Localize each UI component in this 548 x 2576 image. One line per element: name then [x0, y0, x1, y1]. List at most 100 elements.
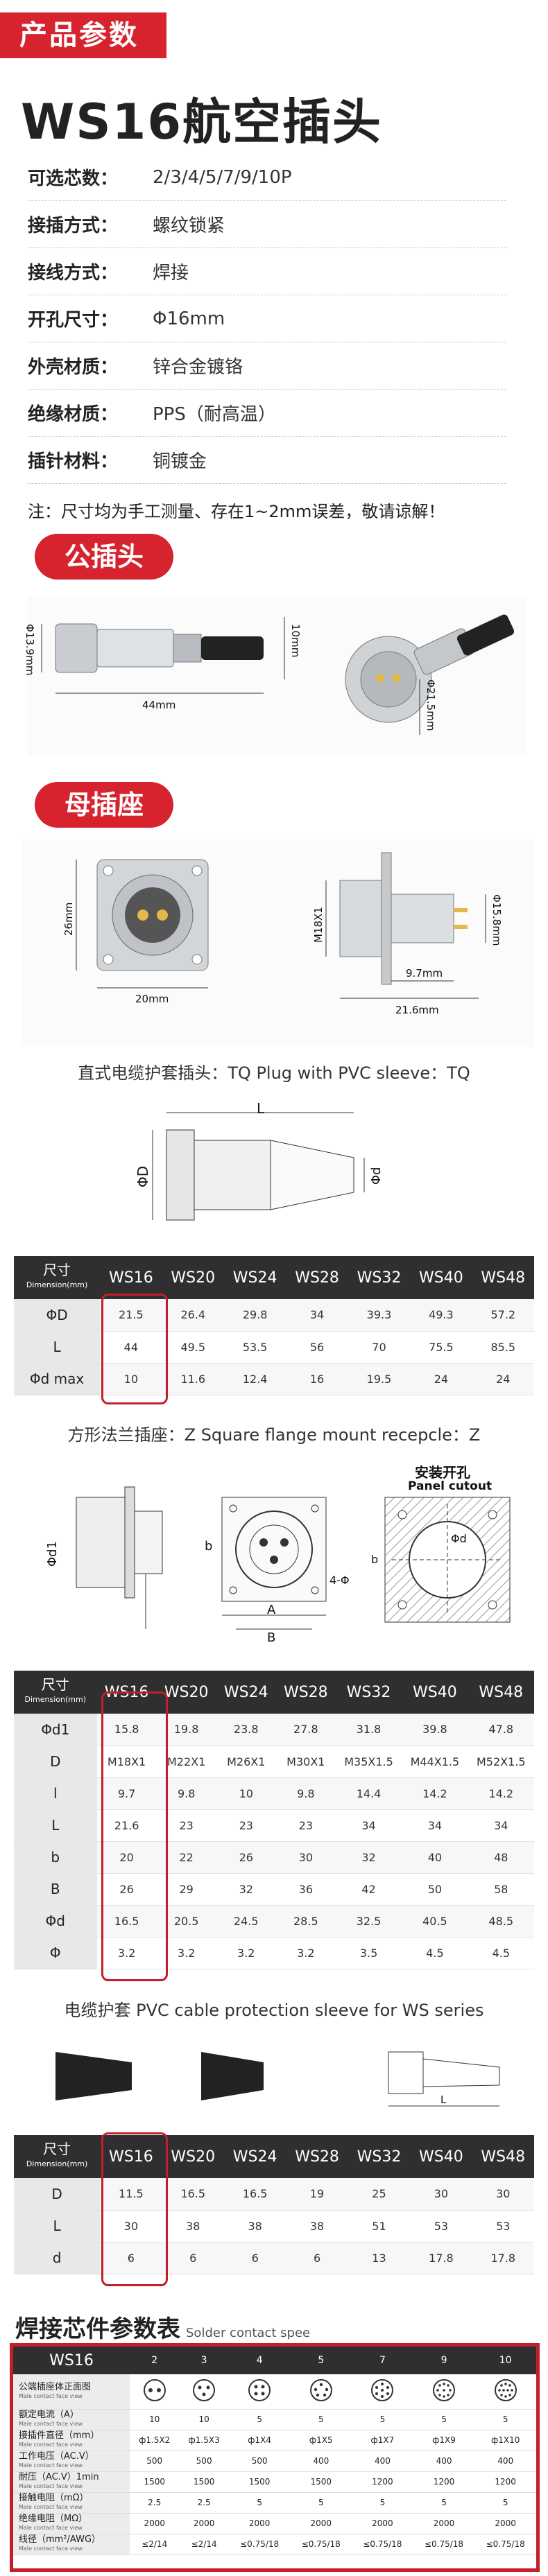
row-label-cn: 接触电阻（mΩ） [19, 2493, 89, 2503]
cell: 23 [216, 1809, 276, 1842]
z-heading: 方形法兰插座：Z Square flange mount recepcle：Z [67, 1425, 481, 1445]
solder-col: 7 [352, 2347, 413, 2374]
cell: 14.2 [402, 1777, 468, 1810]
cell: 24.5 [216, 1905, 276, 1938]
pin-face-3-icon [179, 2374, 229, 2410]
cell: 29.8 [223, 1299, 286, 1332]
cell: 4.5 [468, 1937, 534, 1969]
cell: 5 [413, 2409, 475, 2430]
sleeve-heading: 电缆护套 PVC cable protection sleeve for WS … [64, 2001, 484, 2020]
cell: 10 [130, 2409, 180, 2430]
panel-cutout-cn: 安装开孔 [415, 1464, 470, 1481]
female-dim-thread: M18X1 [312, 907, 325, 943]
cell: 2000 [352, 2513, 413, 2534]
cell: ≤0.75/18 [352, 2534, 413, 2555]
cell: 2.5 [130, 2492, 180, 2514]
z-label-d1: Φd1 [45, 1540, 60, 1567]
cell: 53.5 [223, 1331, 286, 1364]
cell: 14.4 [335, 1777, 402, 1810]
solder-col: 5 [290, 2347, 352, 2374]
row-label-cn: 工作电压（AC.V） [19, 2451, 94, 2462]
cell: 2000 [413, 2513, 475, 2534]
cell: 5 [352, 2409, 413, 2430]
row-label: L [14, 2210, 101, 2243]
spec-value: 锌合金镀铬 [153, 357, 243, 378]
tq-drawing: L ΦD Φd [125, 1099, 444, 1244]
cell: 5 [413, 2492, 475, 2514]
solder-title-cn: 焊接芯件参数表 [15, 2315, 180, 2343]
tq-col-ws24: WS24 [223, 1256, 286, 1299]
sleeve-label-l: L [440, 2094, 447, 2106]
cell: 12.4 [223, 1363, 286, 1395]
cell: 10 [216, 1777, 276, 1810]
cell: 6 [286, 2242, 348, 2274]
female-socket-figure: 26mm 20mm M18X1 Φ15.8mm 9.7mm 21.6mm [21, 839, 534, 1047]
tq-heading: 直式电缆护套插头：TQ Plug with PVC sleeve：TQ [78, 1063, 470, 1083]
cell: M35X1.5 [335, 1746, 402, 1778]
cell: 23.8 [216, 1714, 276, 1746]
male-dim-front-diameter: Φ21.5mm [425, 679, 437, 731]
cell: 75.5 [410, 1331, 472, 1364]
solder-col: 4 [228, 2347, 291, 2374]
cell: 19 [286, 2178, 348, 2211]
cell: 5 [290, 2492, 352, 2514]
cell: 34 [468, 1809, 534, 1842]
cell: 19.5 [348, 1363, 411, 1395]
cell: 1500 [130, 2471, 180, 2493]
z-label-b: b [205, 1539, 213, 1554]
tq-label-l: L [257, 1100, 265, 1117]
cell: 30 [275, 1841, 336, 1874]
row-label-en: Male contact face view [19, 2442, 83, 2448]
cell: M26X1 [216, 1746, 276, 1778]
cell: ф1.5X3 [179, 2430, 229, 2451]
female-socket-tag: 母插座 [35, 782, 173, 828]
sleeve-col-ws16: WS16 [100, 2135, 162, 2178]
cell: 32 [216, 1873, 276, 1906]
cell: 3.2 [96, 1937, 157, 1969]
row-label-en: Male contact face view [19, 2545, 83, 2552]
cell: 34 [402, 1809, 468, 1842]
cell: 49.5 [162, 1331, 224, 1364]
solder-col: 9 [413, 2347, 475, 2374]
cell: 70 [348, 1331, 411, 1364]
cell: 38 [286, 2210, 348, 2243]
table-row: 线径（mm²/AWG）Male contact face view≤2/14≤2… [13, 2534, 536, 2555]
row-label: 接插件直径（mm）Male contact face view [13, 2430, 130, 2451]
cell: M30X1 [275, 1746, 336, 1778]
cell: 39.8 [402, 1714, 468, 1746]
spec-key: 开孔尺寸： [28, 310, 119, 331]
cell: M52X1.5 [468, 1746, 534, 1778]
cell: 9.8 [275, 1777, 336, 1810]
cell: 1500 [290, 2471, 352, 2493]
face-label: 公端插座体正面图 [19, 2381, 92, 2392]
cell: 10 [100, 1363, 162, 1395]
spec-value: 2/3/4/5/7/9/10P [153, 166, 292, 188]
cell: ф1X5 [290, 2430, 352, 2451]
cell: 48 [468, 1841, 534, 1874]
male-dim-diameter: Φ13.9mm [24, 624, 36, 676]
z-label-a: A [267, 1603, 276, 1617]
cell: 47.8 [468, 1714, 534, 1746]
cell: 32.5 [335, 1905, 402, 1938]
row-label-en: Male contact face view [19, 2504, 83, 2510]
spec-key: 外壳材质： [28, 357, 119, 378]
row-label-cn: 耐压（AC.V）1min [19, 2472, 99, 2482]
cell: 20 [96, 1841, 157, 1874]
cell: 400 [413, 2451, 475, 2472]
